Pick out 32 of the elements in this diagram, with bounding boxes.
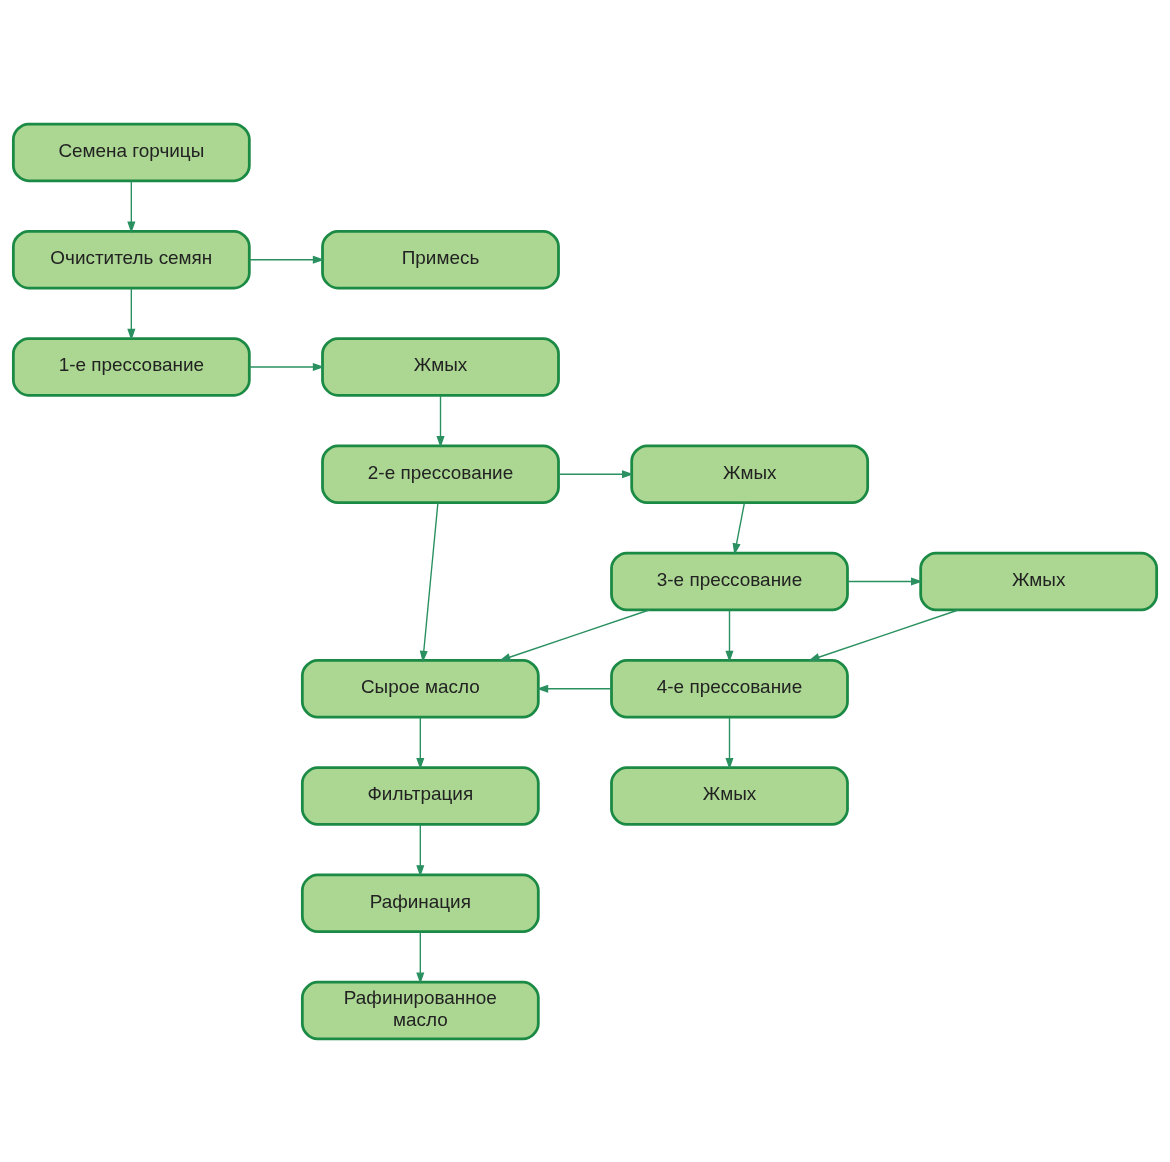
arrow	[416, 930, 425, 984]
node-box: Рафинированное масло	[300, 980, 540, 1040]
arrow	[732, 501, 746, 555]
arrow	[558, 469, 634, 478]
arrow	[725, 716, 734, 770]
node-box: Фильтрация	[300, 765, 540, 826]
node-box: Жмых	[321, 336, 560, 397]
node-box: Жмых	[630, 443, 870, 504]
arrow	[847, 576, 923, 586]
arrow	[416, 716, 425, 770]
arrow	[249, 362, 325, 371]
node-box: Сырое масло	[300, 658, 540, 719]
arrow	[127, 180, 136, 233]
node-box: 4-е прессование	[610, 658, 849, 719]
arrow	[416, 823, 425, 877]
node-box: Рафинация	[300, 873, 540, 933]
node-box: Семена горчицы	[11, 122, 251, 182]
arrow	[536, 684, 613, 693]
node-box: 1-е прессование	[11, 336, 251, 397]
arrow	[436, 394, 445, 448]
node-box: Жмых	[919, 551, 1159, 611]
node-box: 2-е прессование	[321, 443, 560, 504]
arrow	[419, 501, 439, 662]
arrow	[127, 287, 136, 340]
arrow	[808, 608, 959, 661]
node-box: Очиститель семян	[11, 229, 251, 289]
node-box: Примесь	[321, 229, 560, 289]
arrow	[725, 609, 734, 662]
arrow	[249, 255, 325, 264]
node-box: Жмых	[610, 765, 849, 826]
arrow	[498, 608, 650, 661]
node-box: 3-е прессование	[610, 551, 849, 611]
